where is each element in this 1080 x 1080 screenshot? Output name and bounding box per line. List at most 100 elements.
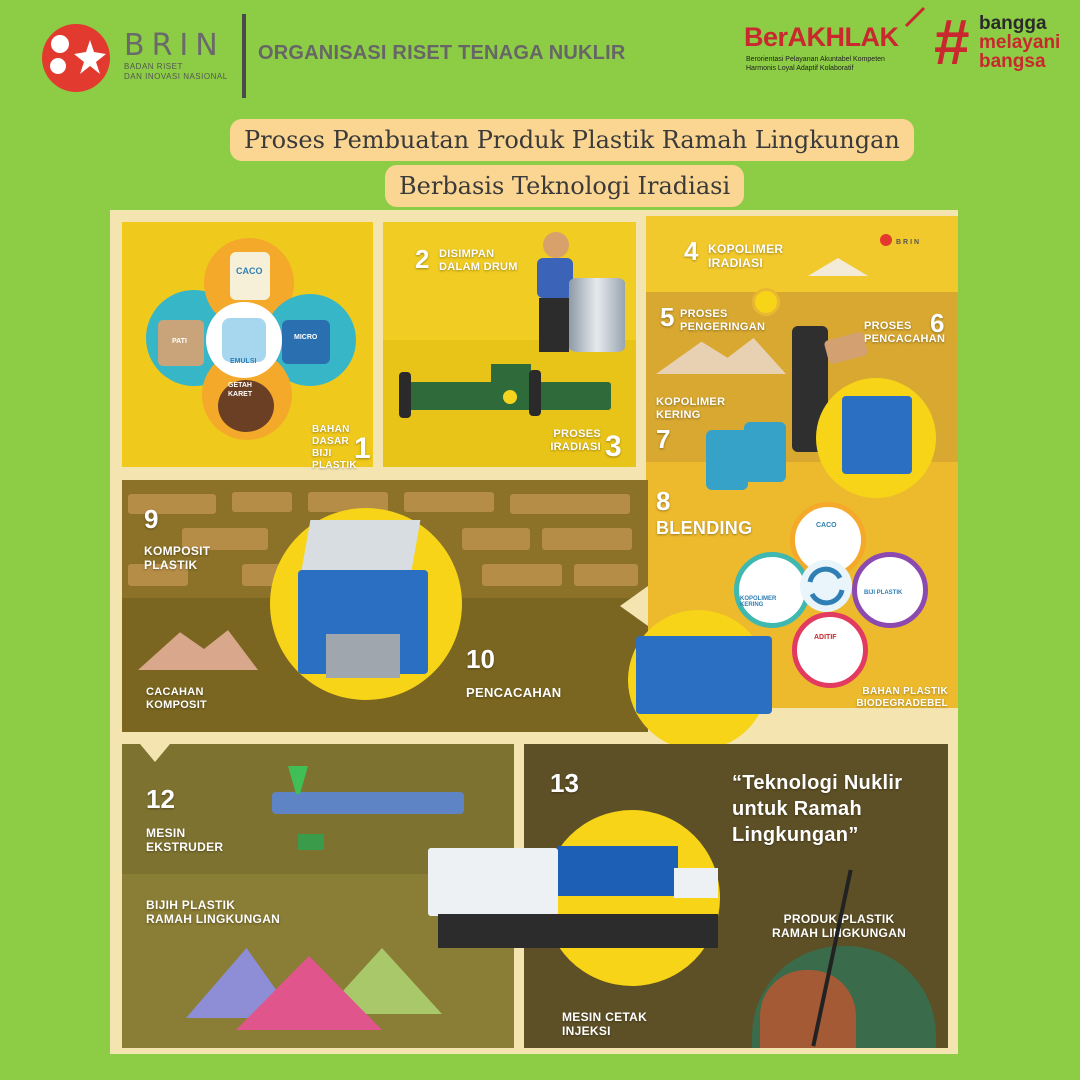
step-8-result: BAHAN PLASTIK BIODEGRADEBEL — [856, 686, 948, 709]
crusher-small-icon — [842, 396, 912, 474]
blend-cycle-arrows-icon — [800, 560, 852, 612]
step-12-number: 12 — [146, 784, 175, 814]
hashtag-logo: # — [934, 6, 970, 78]
step-10-label: PENCACAHAN — [466, 685, 562, 700]
extruder-motor-icon — [298, 834, 324, 850]
emulsi-label: EMULSI — [230, 358, 257, 365]
pati-bag-icon — [158, 320, 204, 366]
brick — [128, 564, 188, 586]
brin-logo-icon — [42, 24, 110, 92]
check-mark-icon — [904, 6, 926, 28]
step-1-number: 1 — [354, 432, 371, 465]
mini-brin-logo-icon — [880, 234, 892, 246]
brin-subtitle: BADAN RISET DAN INOVASI NASIONAL — [124, 62, 228, 81]
two-roll-mill-icon — [636, 636, 772, 714]
coconut-shell-icon — [218, 380, 274, 432]
mini-brin-label: BRIN — [896, 239, 922, 246]
blend-aditif-label: ADITIF — [814, 634, 837, 641]
connector-dot-icon — [752, 288, 780, 316]
blend-kopolimer-label: KOPOLIMER KERING — [740, 596, 777, 608]
irradiator-box-icon — [491, 364, 531, 388]
crusher-bin-icon — [326, 634, 400, 678]
brick — [308, 492, 388, 512]
steel-drum-icon — [569, 278, 625, 352]
injection-hopper-icon — [674, 868, 718, 898]
blend-biji-label: BIJI PLASTIK — [864, 590, 903, 596]
step-8-label: BLENDING — [656, 518, 753, 538]
step-3-number: 3 — [605, 430, 622, 463]
step-9-label: KOMPOSIT PLASTIK — [144, 544, 211, 572]
brick — [510, 494, 630, 514]
step-5-label: PROSES PENGERINGAN — [680, 308, 766, 333]
step-9-number: 9 — [144, 504, 159, 534]
step-8-number: 8 — [656, 486, 671, 516]
blend-aditif-circle — [792, 612, 868, 688]
brick — [182, 528, 268, 550]
worker-pants-icon — [539, 298, 569, 352]
step-5-number: 5 — [660, 302, 675, 332]
injection-machine-circle — [544, 810, 720, 986]
brick — [542, 528, 632, 550]
brick — [128, 494, 216, 514]
emulsi-bucket-icon — [222, 318, 266, 362]
worker-shirt-icon — [537, 258, 573, 298]
step-9-sublabel: CACAHAN KOMPOSIT — [146, 686, 208, 711]
caco3-bag-icon — [230, 252, 270, 300]
brick — [462, 528, 530, 550]
panel-step-13: 13 “Teknologi Nuklir untuk Ramah Lingkun… — [428, 744, 948, 1048]
title-line-1: Proses Pembuatan Produk Plastik Ramah Li… — [230, 119, 914, 161]
step-1-label: BAHAN DASAR BIJI PLASTIK — [312, 424, 357, 471]
berakhlak-tagline: Berorientasi Pelayanan Akuntabel Kompete… — [746, 56, 885, 72]
injection-base-icon — [438, 914, 718, 948]
step-6-label: PROSES PENCACAHAN — [864, 320, 946, 345]
brick — [404, 492, 494, 512]
step-12-sublabel: BIJIH PLASTIK RAMAH LINGKUNGAN — [146, 898, 281, 926]
extruder-barrel-icon — [272, 792, 464, 814]
blue-drum-1-icon — [706, 430, 748, 490]
getah-label-2: KARET — [228, 391, 253, 398]
brick — [482, 564, 562, 586]
blend-kopolimer-circle — [734, 552, 810, 628]
crusher-hopper-icon — [301, 520, 421, 570]
step-10-number: 10 — [466, 644, 495, 674]
micro-jerrycan-icon — [282, 320, 330, 364]
bangga-melayani-bangsa: bangga melayani bangsa — [979, 13, 1061, 72]
berakhlak-logo: BerAKHLAK — [744, 22, 899, 52]
step-7-number: 7 — [656, 424, 671, 454]
step-13-number: 13 — [550, 768, 579, 798]
getah-label-1: GETAH — [228, 382, 252, 389]
title-line-2: Berbasis Teknologi Iradiasi — [385, 165, 745, 207]
step-6-number: 6 — [930, 308, 945, 338]
header-divider — [242, 14, 246, 98]
blend-biji-circle — [852, 552, 928, 628]
infographic-frame: CACO PATI EMULSI MICRO GETAH KARET BAHAN… — [110, 210, 958, 1054]
step-2-label: DISIMPAN DALAM DRUM — [439, 248, 518, 273]
step-4-number: 4 — [684, 236, 699, 266]
micro-label: MICRO — [294, 334, 318, 341]
injection-machine-label: MESIN CETAK INJEKSI — [562, 1010, 648, 1038]
injection-clamp-unit-icon — [428, 848, 558, 916]
pati-label: PATI — [172, 338, 187, 345]
panel-step-2-3: 2 DISIMPAN DALAM DRUM PROSES IRADIASI 3 — [383, 222, 636, 467]
brick — [574, 564, 638, 586]
radiation-symbol-icon — [503, 390, 517, 404]
operator-right-icon — [529, 370, 541, 416]
blend-caco3-label: CACO — [816, 522, 837, 529]
brick — [232, 492, 292, 512]
brin-name: BRIN — [124, 28, 225, 63]
step-12-label: MESIN EKSTRUDER — [146, 826, 224, 854]
panel-step-4-8: 4 KOPOLIMER IRADIASI BRIN 5 PROSES PENGE… — [646, 216, 958, 709]
brown-pot-icon — [760, 970, 856, 1048]
organization-name: ORGANISASI RISET TENAGA NUKLIR — [258, 42, 626, 64]
step-2-number: 2 — [415, 244, 430, 274]
quote-text: “Teknologi Nuklir untuk Ramah Lingkungan… — [732, 772, 903, 846]
step-7-label: KOPOLIMER KERING — [656, 396, 726, 421]
step-3-label: PROSES IRADIASI — [550, 428, 601, 453]
composite-chips-icon — [138, 630, 258, 670]
blue-drum-2-icon — [744, 422, 786, 482]
caco3-label: CACO — [236, 266, 263, 276]
panel-step-1: CACO PATI EMULSI MICRO GETAH KARET BAHAN… — [122, 222, 373, 471]
injection-unit-icon — [558, 846, 678, 896]
operator-left-icon — [399, 372, 411, 418]
step-4-label: KOPOLIMER IRADIASI — [708, 242, 784, 270]
